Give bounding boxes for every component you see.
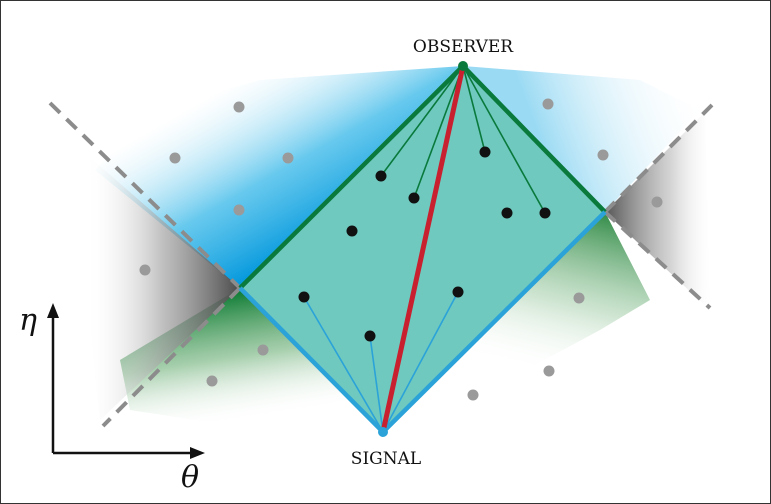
worldline — [380, 65, 466, 433]
gray-wedge-left — [70, 140, 240, 420]
outside-events — [139, 98, 663, 401]
signal-label: SIGNAL — [351, 449, 421, 469]
event-dot — [479, 146, 491, 158]
eta-axis-label: η — [19, 303, 37, 338]
outside-dot — [597, 149, 609, 161]
light-cone-line-left-lower — [101, 286, 242, 428]
outside-dot — [651, 196, 663, 208]
eta-axis-arrow — [47, 303, 59, 318]
axes — [51, 313, 195, 455]
outside-dot — [139, 264, 151, 276]
event-dot — [375, 170, 387, 182]
signal-point — [378, 427, 388, 437]
outside-dot — [169, 152, 181, 164]
outside-dot — [573, 292, 585, 304]
light-cone-line-left-upper — [48, 101, 242, 290]
signal-edge-right — [381, 210, 607, 434]
outside-dot — [233, 204, 245, 216]
blue-region-right — [463, 66, 700, 212]
light-cone-line-right-lower — [603, 210, 712, 310]
outside-dot — [467, 389, 479, 401]
signal-edge-left — [238, 286, 385, 434]
signal-rays — [303, 291, 459, 433]
observer-rays — [380, 65, 546, 214]
event-dot — [298, 291, 310, 303]
event-dot — [452, 286, 464, 298]
event-dot — [408, 192, 420, 204]
event-dot — [364, 330, 376, 342]
light-cone-line-right-upper — [603, 103, 714, 214]
outside-dot — [206, 375, 218, 387]
event-dot — [539, 207, 551, 219]
inside-events — [298, 146, 551, 342]
green-region-right — [383, 212, 650, 432]
outside-dot — [543, 365, 555, 377]
observer-label: OBSERVER — [413, 37, 514, 57]
gray-wedge-right — [605, 112, 710, 310]
observer-edge-right — [461, 64, 607, 214]
outside-dot — [282, 152, 294, 164]
outside-dot — [233, 101, 245, 113]
event-dot — [346, 225, 358, 237]
theta-axis-label: θ — [181, 460, 199, 495]
event-dot — [501, 207, 513, 219]
outside-dot — [542, 98, 554, 110]
observer-edge-left — [238, 64, 465, 290]
blue-region-left — [95, 66, 463, 288]
observer-point — [458, 61, 468, 71]
theta-axis-arrow — [190, 447, 205, 459]
outside-dot — [257, 344, 269, 356]
